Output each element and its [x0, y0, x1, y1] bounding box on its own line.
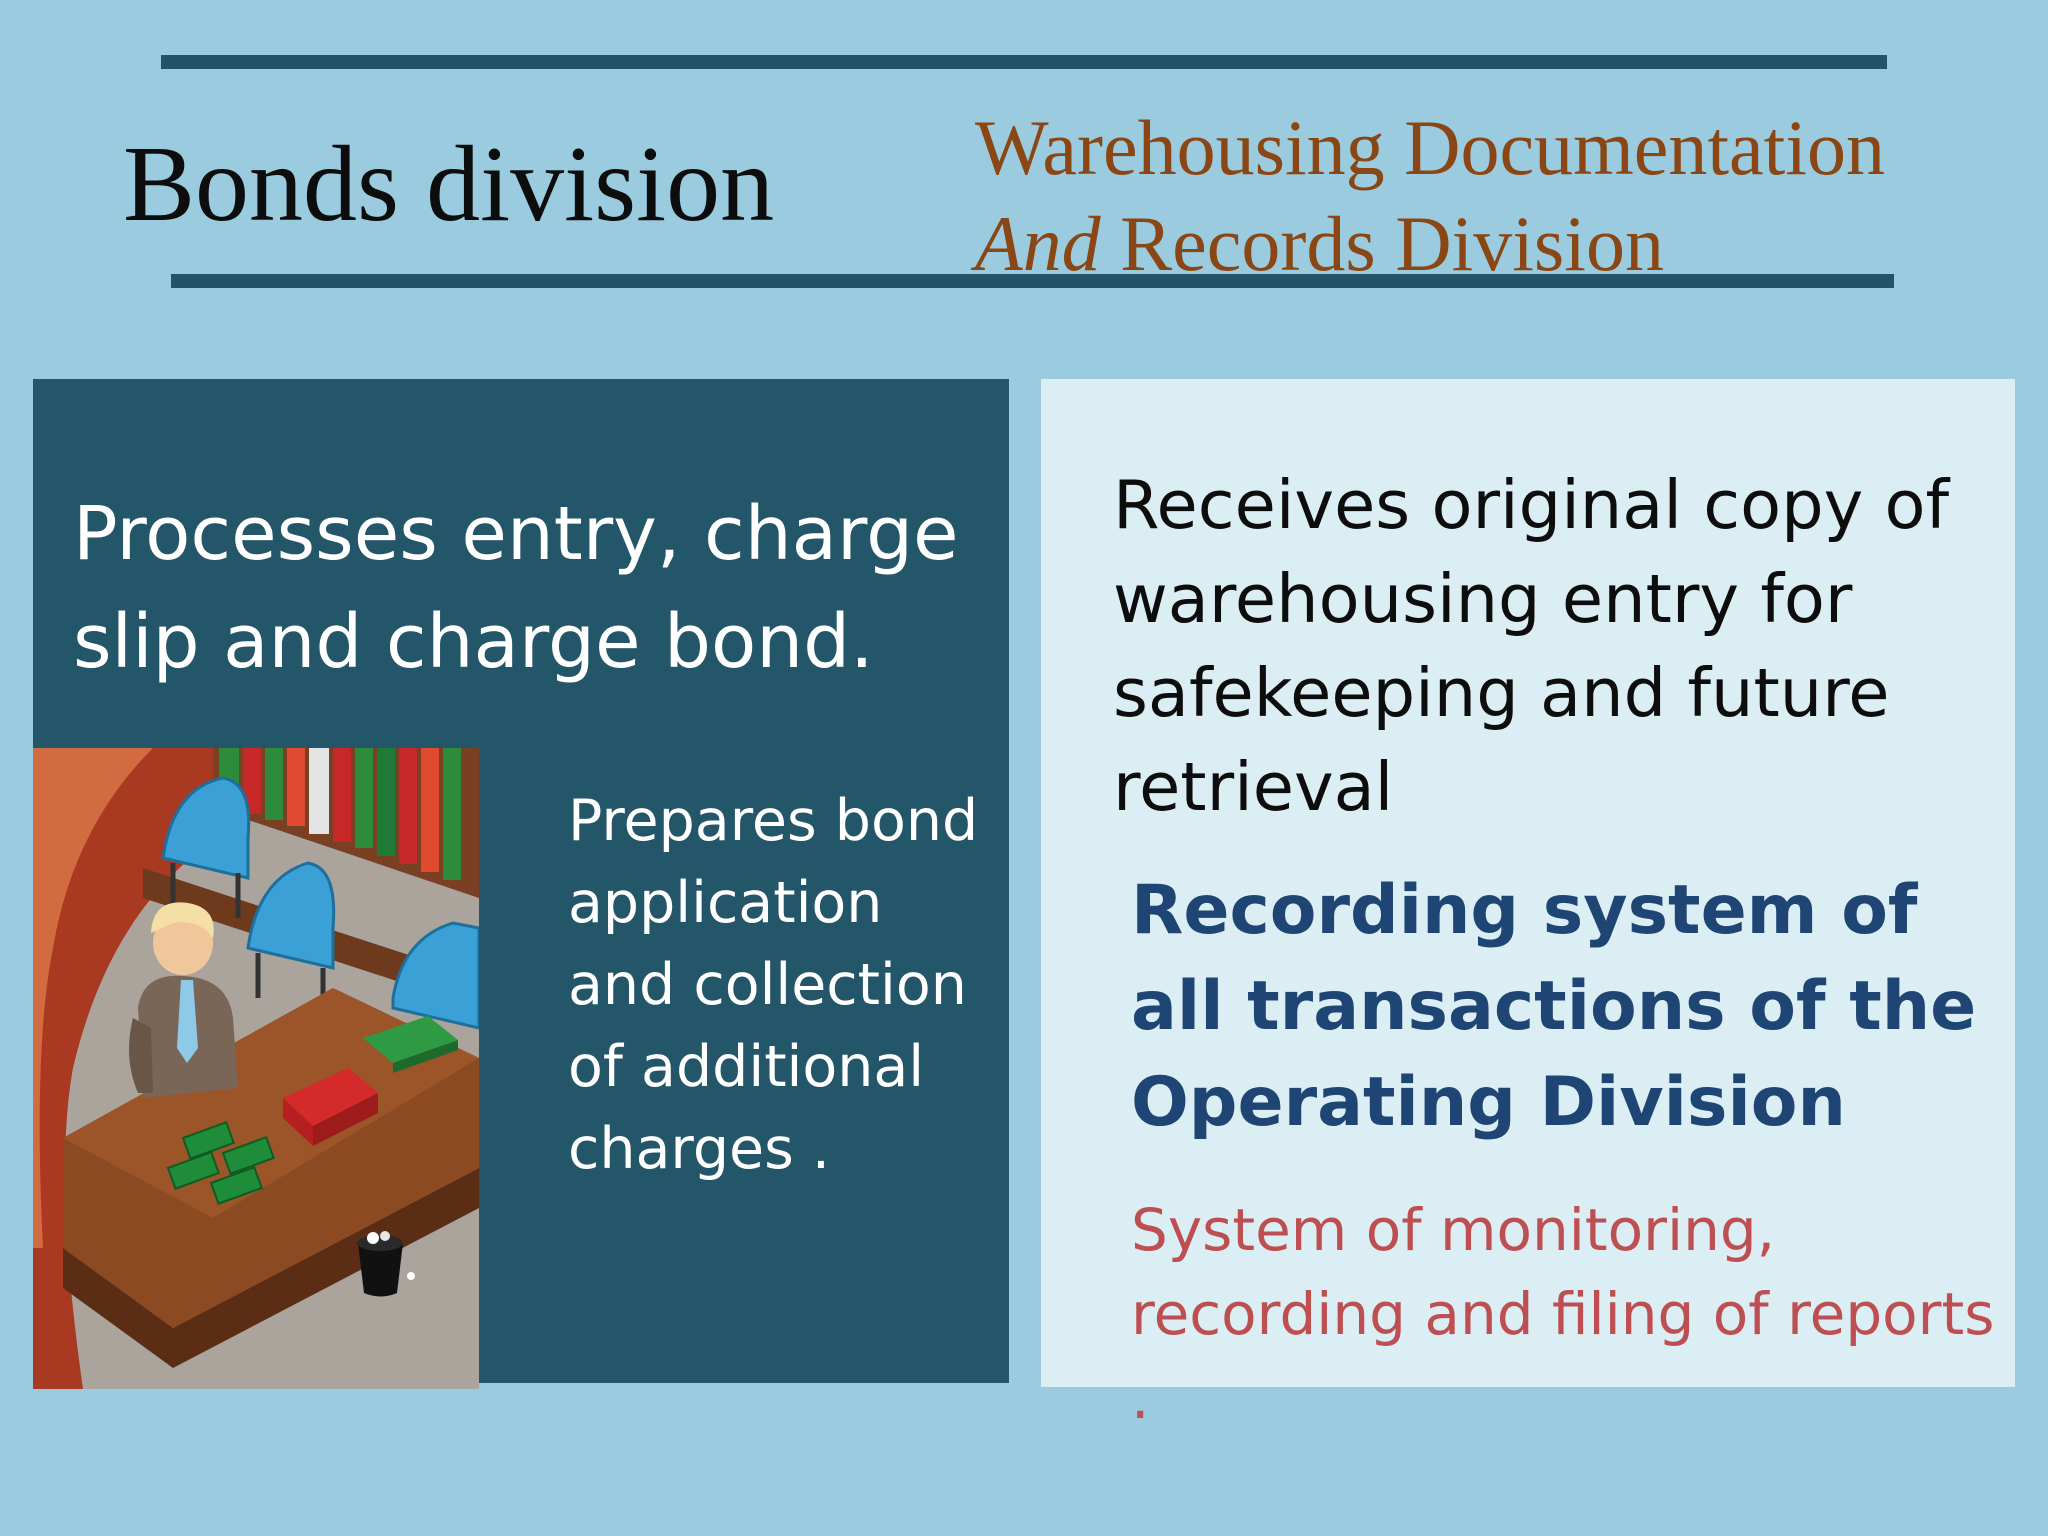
title-right-line-1: Warehousing Documentation: [975, 104, 1885, 191]
left-main-text: Processes entry, charge slip and charge …: [73, 491, 959, 685]
left-sub-text: Prepares bond application and collection…: [568, 788, 979, 1182]
title-warehousing-division: Warehousing Documentation And Records Di…: [975, 100, 1885, 292]
right-panel: [1041, 379, 2015, 1387]
top-rule: [161, 55, 1887, 69]
right-red-line-3: .: [1131, 1364, 1150, 1432]
title-right-line-2-rest: Records Division: [1100, 200, 1664, 287]
title-right-line-2: And Records Division: [975, 196, 1885, 292]
title-bonds-division: Bonds division: [123, 125, 775, 244]
right-red-line-1: System of monitoring,: [1131, 1196, 1776, 1264]
right-red-line-2: recording and filing of reports: [1131, 1280, 1995, 1348]
bottom-rule: [171, 274, 1894, 288]
office-clerk-illustration: [33, 748, 479, 1389]
right-red-text: System of monitoring, recording and fili…: [1131, 1188, 2011, 1440]
right-bold-heading: Recording system of all transactions of …: [1131, 871, 1977, 1142]
title-right-italic-word: And: [975, 200, 1101, 287]
right-main-text: Receives original copy of warehousing en…: [1113, 466, 1950, 826]
